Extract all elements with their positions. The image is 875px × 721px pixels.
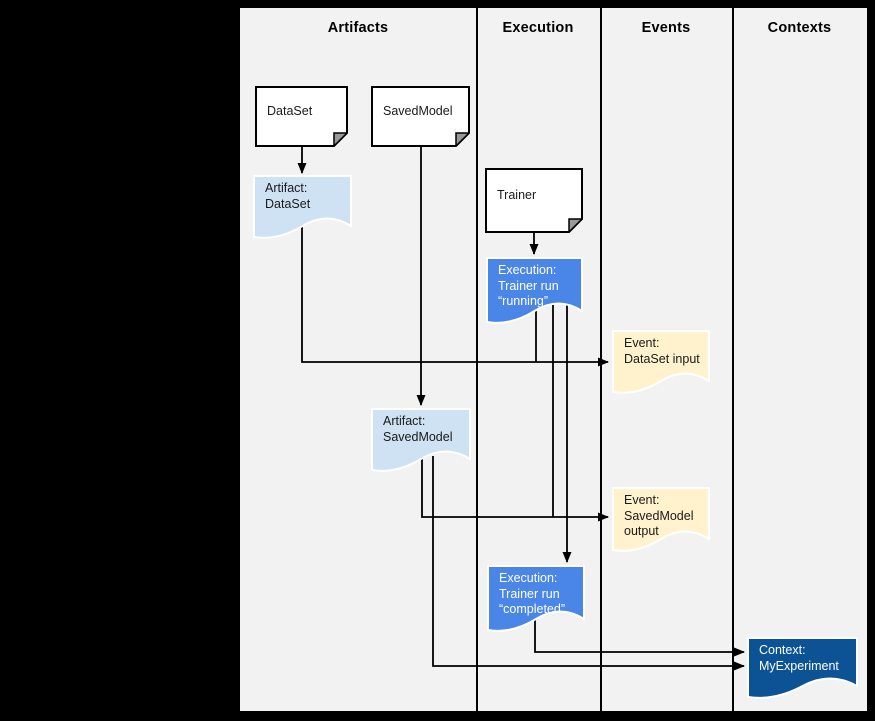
column-divider-execution-events [600,8,602,711]
node-savedmodel-label: SavedModel [383,103,453,118]
wavy-document-shape [747,637,858,699]
node-context-myexperiment: Context: MyExperiment [747,637,858,699]
folded-document-shape [371,86,470,147]
node-event-dataset-input: Event: DataSet input [612,330,710,394]
node-artifact-savedmodel: Artifact: SavedModel [371,408,471,472]
node-dataset: DataSet [255,86,348,147]
column-header-events: Events [641,20,691,36]
column-divider-artifacts-execution [476,8,478,711]
node-artifact-dataset: Artifact: DataSet [253,175,352,239]
node-context-myexperiment-label: Context: MyExperiment [759,643,839,673]
column-divider-events-contexts [732,8,734,711]
node-execution-completed-label: Execution: Trainer run “completed” [499,571,565,616]
node-dataset-label: DataSet [267,103,313,118]
node-trainer: Trainer [485,168,583,233]
node-execution-completed: Execution: Trainer run “completed” [487,565,585,632]
column-header-artifacts: Artifacts [327,20,389,36]
node-trainer-label: Trainer [497,187,537,202]
wavy-document-shape [612,330,710,394]
column-header-execution: Execution [502,20,574,36]
node-savedmodel: SavedModel [371,86,470,147]
mlmd-diagram-panel: Artifacts Execution Events Contexts [240,8,867,711]
node-execution-running: Execution: Trainer run “running” [486,257,583,324]
node-event-dataset-input-label: Event: DataSet input [624,336,700,366]
node-event-savedmodel-output-label: Event: SavedModel output [624,493,694,538]
column-header-contexts: Contexts [767,20,832,36]
node-artifact-savedmodel-label: Artifact: SavedModel [383,414,453,444]
node-artifact-dataset-label: Artifact: DataSet [265,181,311,211]
folded-document-shape [255,86,348,147]
node-event-savedmodel-output: Event: SavedModel output [612,487,710,552]
node-execution-running-label: Execution: Trainer run “running” [498,263,559,308]
